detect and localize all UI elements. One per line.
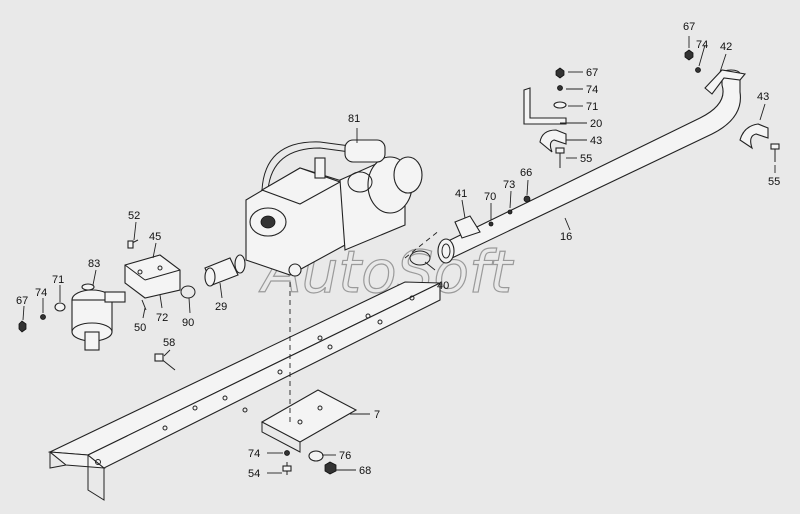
callout-58: 58 [163, 337, 175, 349]
callout-71: 71 [52, 274, 64, 286]
callout-70: 70 [484, 191, 496, 203]
callout-54: 54 [248, 468, 260, 480]
fuel-canister [71, 283, 126, 351]
callout-43: 43 [590, 135, 602, 147]
leader-lines [22, 36, 776, 474]
callout-67: 67 [16, 295, 28, 307]
callout-45: 45 [149, 231, 161, 243]
fasteners [18, 49, 780, 475]
callout-81: 81 [348, 113, 360, 125]
callout-74: 74 [35, 287, 47, 299]
callout-66: 66 [520, 167, 532, 179]
pipe-clamps [409, 69, 769, 266]
callout-42: 42 [720, 41, 732, 53]
callout-76: 76 [339, 450, 351, 462]
callout-55: 55 [580, 153, 592, 165]
callout-67: 67 [683, 21, 695, 33]
callout-68: 68 [359, 465, 371, 477]
callout-67: 67 [586, 67, 598, 79]
callout-52: 52 [128, 210, 140, 222]
callouts: 81 67 74 42 43 55 67 74 71 20 43 55 66 7… [16, 21, 780, 480]
exhaust-pipe [437, 69, 741, 264]
callout-50: 50 [134, 322, 146, 334]
callout-7: 7 [374, 409, 380, 421]
heater-unit [245, 139, 423, 277]
callout-72: 72 [156, 312, 168, 324]
callout-90: 90 [182, 317, 194, 329]
callout-41: 41 [455, 188, 467, 200]
callout-74: 74 [248, 448, 260, 460]
callout-74: 74 [586, 84, 598, 96]
callout-83: 83 [88, 258, 100, 270]
callout-20: 20 [590, 118, 602, 130]
callout-40: 40 [437, 280, 449, 292]
callout-74: 74 [696, 39, 708, 51]
callout-73: 73 [503, 179, 515, 191]
mounting-plate [260, 389, 358, 453]
assembly-lines [289, 229, 441, 425]
callout-16: 16 [560, 231, 572, 243]
callout-43: 43 [757, 91, 769, 103]
hose [180, 254, 246, 299]
callout-55: 55 [768, 176, 780, 188]
callout-71: 71 [586, 101, 598, 113]
heater-bracket [124, 254, 181, 299]
frame-rail [47, 281, 441, 501]
callout-29: 29 [215, 301, 227, 313]
